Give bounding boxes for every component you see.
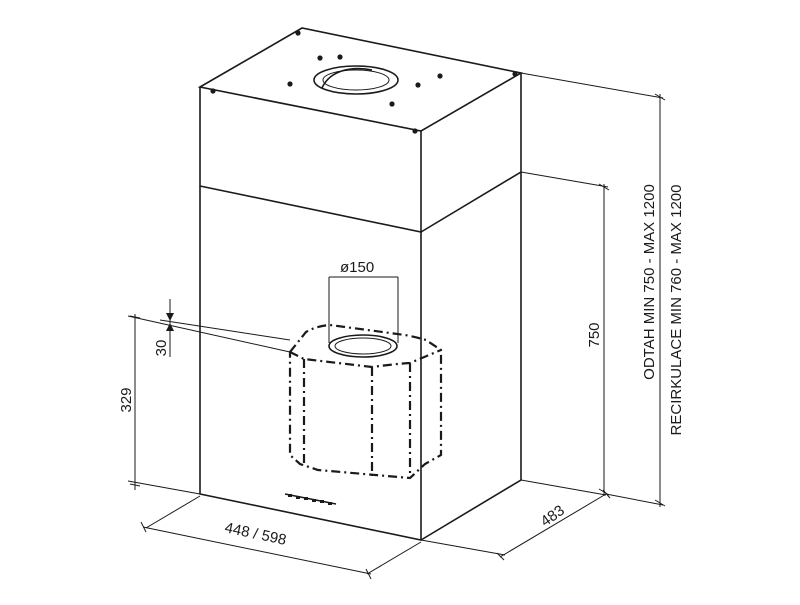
extension-line [605, 493, 664, 506]
control-button [288, 494, 292, 497]
dim-tick [129, 315, 141, 319]
control-button [312, 499, 316, 502]
recirc-height-label: RECIRKULACE MIN 760 - MAX 1200 [668, 185, 685, 436]
chimney-front-face [199, 87, 422, 233]
dim-outlet-diameter: ø150 [329, 259, 398, 278]
dim-tick [129, 483, 141, 487]
exhaust-opening-inner [322, 69, 390, 91]
hood-body [199, 172, 522, 541]
mounting-hole [512, 71, 518, 77]
motor-unit-hidden [288, 277, 443, 480]
exhaust-opening [313, 65, 399, 95]
mounting-hole [415, 82, 421, 88]
dim-body-height: 750 [520, 171, 610, 496]
extension-line [366, 541, 422, 575]
hood-front-face [199, 186, 422, 541]
dim-line [499, 493, 607, 558]
extension-line [520, 72, 664, 99]
mounting-hole [389, 101, 395, 107]
outlet-diameter-label: ø150 [340, 259, 374, 276]
outlet-height-label: 329 [118, 387, 135, 412]
chimney-right-face [420, 73, 522, 233]
dim-tick [140, 521, 147, 533]
outlet-offset-label: 30 [153, 340, 170, 357]
dim-line [142, 526, 372, 575]
mounting-hole [437, 73, 443, 79]
dim-depth: 483 [420, 479, 611, 561]
motor-housing-top-edge [289, 348, 442, 369]
extension-line [420, 539, 506, 556]
dim-outlet-height: 329 [118, 314, 291, 495]
control-panel-strip [284, 493, 337, 505]
mounting-hole [295, 30, 301, 36]
control-button [296, 496, 300, 499]
extension-line [159, 319, 291, 341]
outlet-collar [328, 334, 398, 358]
chimney-cover [197, 27, 524, 233]
outlet-collar-inner [334, 337, 392, 355]
extension-line [520, 171, 609, 188]
dim-tick [654, 499, 666, 507]
control-button [328, 502, 332, 505]
extension-line [127, 480, 201, 495]
dim-outlet-offset: 30 [153, 299, 291, 357]
width-label: 448 / 598 [223, 519, 288, 549]
mounting-hole [317, 55, 323, 61]
dim-arrow [166, 323, 174, 331]
hood-right-face [420, 172, 522, 541]
mounting-hole [412, 128, 418, 134]
duct-height-label: ODTAH MIN 750 - MAX 1200 [641, 184, 658, 380]
motor-housing-outline [288, 323, 443, 480]
dim-tick [654, 93, 666, 101]
control-button [304, 497, 308, 500]
dim-tick [496, 552, 505, 561]
chimney-top-face [197, 27, 524, 132]
control-button [320, 500, 324, 503]
body-height-label: 750 [586, 322, 603, 347]
depth-label: 483 [538, 502, 568, 530]
extension-line [520, 479, 607, 496]
dim-width: 448 / 598 [140, 495, 422, 580]
dim-arrow [166, 313, 174, 321]
control-panel [284, 493, 337, 505]
extension-line [145, 495, 201, 529]
mounting-hole [337, 54, 343, 60]
dim-total-height: ODTAH MIN 750 - MAX 1200 RECIRKULACE MIN… [520, 72, 685, 507]
dim-tick [598, 183, 610, 191]
dim-tick [365, 568, 372, 580]
extension-line [127, 315, 291, 353]
exhaust-flap [321, 67, 373, 89]
mounting-hole [287, 81, 293, 87]
mounting-hole [210, 88, 216, 94]
